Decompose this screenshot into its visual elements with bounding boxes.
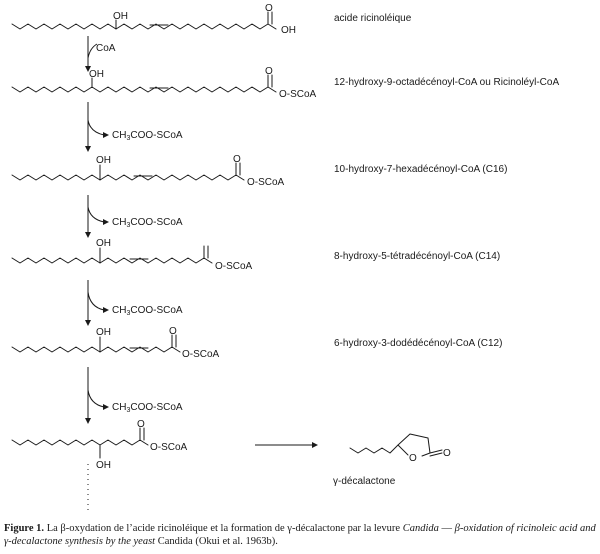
structure-ricinoleyl-coa: OH O O-SCoA xyxy=(11,66,317,100)
structure-c16: OH O O-SCoA xyxy=(11,154,285,188)
hydroxyl-label: OH xyxy=(96,327,111,338)
caption-french: La β-oxydation de l’acide ricinoléique e… xyxy=(44,523,403,534)
ring-oxygen: O xyxy=(409,453,417,464)
reaction-arrow: CH3COO-SCoA xyxy=(85,280,183,326)
carbonyl-bond xyxy=(429,449,443,454)
end-group-label: O-SCoA xyxy=(182,349,220,360)
structure-c10: OH O O-SCoA xyxy=(11,419,188,471)
structure-ricinoleic-acid: OH O OH xyxy=(11,3,296,36)
compound-name: 12-hydroxy-9-octadécénoyl-CoA ou Ricinol… xyxy=(334,77,559,88)
structure-c14: OH O-SCoA xyxy=(11,238,253,272)
caption-dash: — xyxy=(438,523,455,534)
carbon-chain xyxy=(11,174,245,181)
byproduct-label: CH3COO-SCoA xyxy=(112,305,183,317)
structure-c12: OH O O-SCoA xyxy=(11,326,220,360)
end-group-label: O-SCoA xyxy=(215,261,253,272)
carbonyl-oxygen: O xyxy=(169,326,177,337)
carbonyl-oxygen: O xyxy=(443,448,451,459)
carbonyl-oxygen: O xyxy=(137,419,145,430)
compound-name: acide ricinoléique xyxy=(334,13,412,24)
hydroxyl-label: OH xyxy=(96,238,111,249)
caption-english: β-oxidation of ricinoleic acid and γ-dec… xyxy=(4,523,596,547)
end-group-label: OH xyxy=(281,25,296,36)
carbon-chain xyxy=(11,23,277,30)
carbon-chain xyxy=(11,257,213,264)
reaction-arrow: CH3COO-SCoA xyxy=(85,102,183,152)
carbon-chain xyxy=(11,346,181,353)
lactone-ring xyxy=(397,433,431,454)
carbon-chain xyxy=(11,439,149,446)
hydroxyl-label: OH xyxy=(113,11,128,22)
pathway-scheme: OH O OH acide ricinoléique CoA OH O O-SC… xyxy=(11,3,559,512)
caption-genus-2: Candida xyxy=(155,536,193,547)
lactonization-arrow xyxy=(255,442,318,448)
byproduct-label: CH3COO-SCoA xyxy=(112,130,183,142)
figure-caption: Figure 1. La β-oxydation de l’acide rici… xyxy=(4,522,596,548)
end-group-label: O-SCoA xyxy=(247,177,285,188)
byproduct-label: CH3COO-SCoA xyxy=(112,402,183,414)
carbonyl-oxygen: O xyxy=(265,66,273,77)
caption-reference: (Okui et al. 1963b). xyxy=(192,536,278,547)
compound-name: 8-hydroxy-5-tétradécénoyl-CoA (C14) xyxy=(334,251,500,262)
lactone-name: γ-décalactone xyxy=(333,476,396,487)
lactone-ring xyxy=(397,444,409,456)
compound-name: 10-hydroxy-7-hexadécénoyl-CoA (C16) xyxy=(334,164,507,175)
end-group-label: O-SCoA xyxy=(150,442,188,453)
pentyl-chain xyxy=(349,444,399,454)
reaction-arrow: CH3COO-SCoA xyxy=(85,367,183,424)
compound-name: 6-hydroxy-3-dodédécénoyl-CoA (C12) xyxy=(334,338,502,349)
lactone-ring xyxy=(421,452,431,457)
reagent-label: CoA xyxy=(96,43,116,54)
reaction-arrow: CoA xyxy=(85,36,116,72)
carbonyl-oxygen: O xyxy=(265,3,273,14)
caption-label: Figure 1. xyxy=(4,523,45,534)
carbonyl-bond xyxy=(429,452,443,457)
carbon-chain xyxy=(11,86,277,93)
reaction-arrow: CH3COO-SCoA xyxy=(85,195,183,238)
hydroxyl-label: OH xyxy=(96,155,111,166)
byproduct-label: CH3COO-SCoA xyxy=(112,217,183,229)
structure-lactone: O O xyxy=(349,433,451,464)
end-group-label: O-SCoA xyxy=(279,89,317,100)
carbonyl-oxygen: O xyxy=(233,154,241,165)
caption-genus: Candida xyxy=(402,523,439,534)
hydroxyl-label: OH xyxy=(89,69,104,80)
hydroxyl-label: OH xyxy=(96,460,111,471)
